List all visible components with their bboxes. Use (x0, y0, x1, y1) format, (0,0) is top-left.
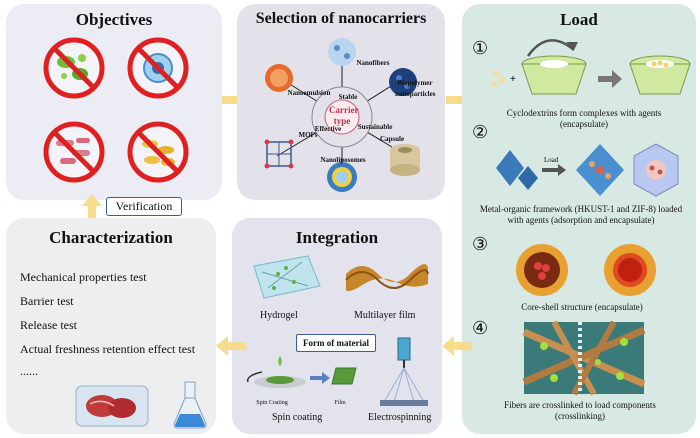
prohibited-yellow-bacteria-icon (127, 121, 189, 183)
load-arrow-label: Load (544, 156, 559, 164)
verification-label: Verification (106, 197, 182, 216)
test-mechanical: Mechanical properties test (20, 270, 147, 284)
spin-coating-label: Spin coating (272, 412, 323, 423)
crosslinked-fibers-illustration (522, 320, 646, 396)
carrier-biopolymer: Biopolymer nanoparticles (395, 79, 436, 98)
nanofibers-image (328, 38, 356, 66)
prohibited-cell-icon (127, 37, 189, 99)
step-1-number: ① (472, 38, 489, 58)
test-release: Release test (20, 318, 77, 332)
svg-text:+: + (510, 74, 516, 85)
property-sustainable: Sustainable (357, 123, 393, 131)
carrier-wheel (264, 38, 420, 192)
core-shell-illustration (516, 244, 656, 296)
left-arrow-2 (216, 336, 246, 356)
objectives-panel: Objectives (6, 4, 222, 200)
form-of-material-label: Form of material (296, 334, 376, 352)
step-4-caption: Fibers are crosslinked to load component… (504, 400, 656, 421)
prohibited-rod-bacteria-icon (43, 121, 105, 183)
selection-title: Selection of nanocarriers (255, 10, 427, 27)
left-arrow-1 (442, 336, 472, 356)
characterization-panel: Characterization Mechanical properties t… (6, 218, 216, 434)
biopolymer-nanoparticle-image (389, 68, 417, 96)
mof-image (264, 139, 294, 169)
prohibited-bacteria-icon (43, 37, 105, 99)
film-small-label: Film (334, 400, 346, 406)
property-effective: Effective (314, 125, 342, 133)
selection-panel: Selection of nanocarriers (237, 4, 445, 200)
test-ellipsis: ...... (20, 364, 38, 378)
step-1-caption: Cyclodextrins form complexes with agents… (506, 108, 662, 129)
load-panel: Load ① + Cyclodextrins form complexes wi… (462, 4, 696, 434)
hydrogel-image (253, 255, 321, 299)
carrier-center-label: Carrier type (329, 105, 359, 126)
carrier-nanoliposomes: Nanoliposomes (320, 156, 366, 164)
mof-loading-illustration: Load (496, 143, 679, 197)
load-title: Load (560, 10, 598, 29)
multilayer-film-image (345, 264, 429, 292)
carrier-capsule: Capsule (379, 135, 405, 143)
meat-package-image (75, 385, 149, 427)
flask-icon (173, 381, 207, 429)
carrier-nanofibers: Nanofibers (356, 59, 390, 67)
up-arrow (82, 194, 102, 224)
integration-title: Integration (295, 228, 379, 247)
multilayer-film-label: Multilayer film (354, 310, 416, 321)
property-stable: Stable (338, 93, 358, 101)
step-4-number: ④ (472, 318, 489, 338)
characterization-title: Characterization (49, 228, 173, 247)
test-freshness: Actual freshness retention effect test (20, 342, 196, 356)
hydrogel-label: Hydrogel (260, 310, 298, 321)
step-3-number: ③ (472, 234, 489, 254)
cyclodextrin-illustration: + (491, 39, 691, 95)
carrier-nanoemulsion: Nanoemulsion (287, 89, 331, 97)
spin-coating-image (246, 356, 357, 388)
carrier-mofs: MOFs (298, 131, 318, 139)
step-2-caption: Metal-organic framework (HKUST-1 and ZIF… (479, 204, 683, 225)
objectives-title: Objectives (75, 10, 153, 29)
step-2-number: ② (472, 122, 489, 142)
integration-panel: Integration Hydrogel Multilayer film For… (232, 218, 442, 434)
electrospinning-label: Electrospinning (368, 412, 432, 423)
test-barrier: Barrier test (20, 294, 74, 308)
spin-coating-small-label: Spin Coating (256, 400, 288, 406)
step-3-caption: Core-shell structure (encapsulate) (521, 302, 643, 312)
electrospinning-image (380, 337, 428, 406)
